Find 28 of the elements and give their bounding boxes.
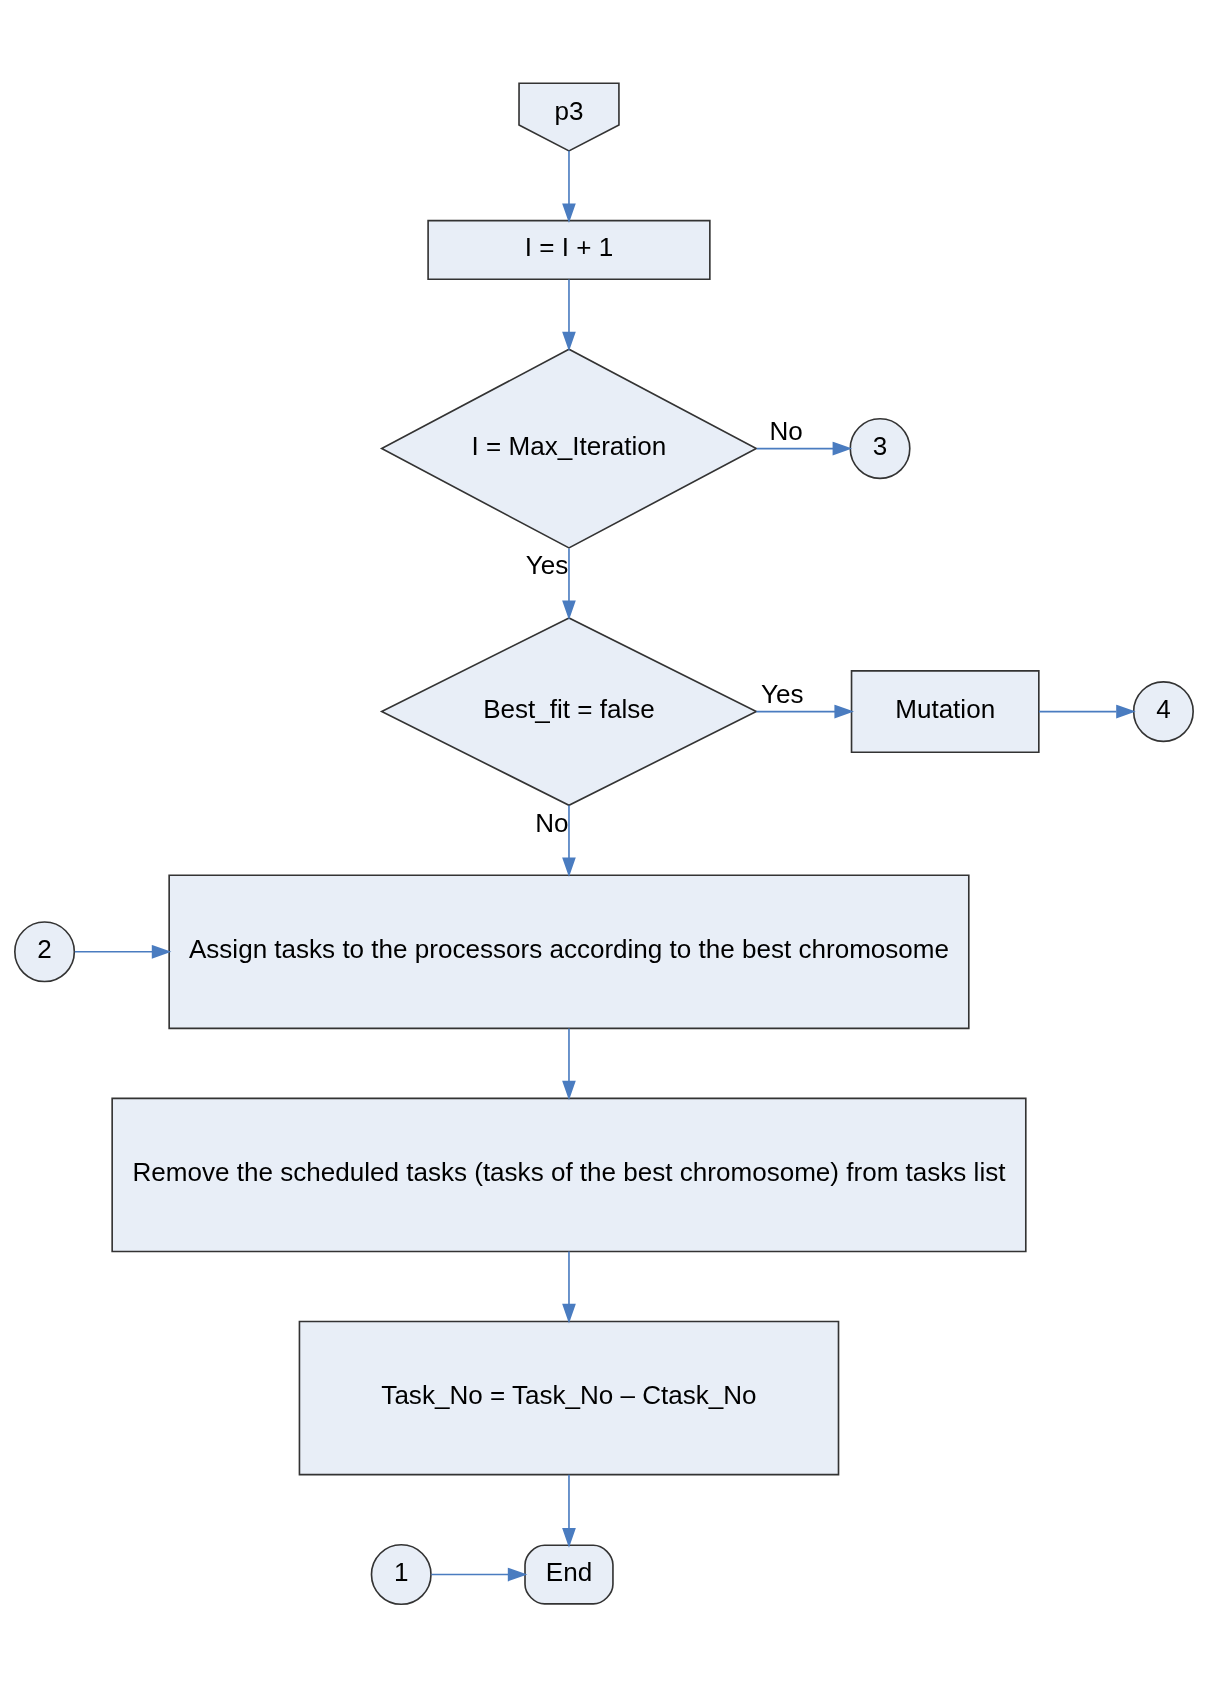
node-box: Task_No = Task_No – Ctask_No [298,1320,840,1476]
arrow [562,1027,576,1101]
node-diamond: Best_fit = false [379,617,759,807]
arrow [562,1250,576,1324]
node-box: End [524,1544,614,1605]
node-diamond: I = Max_Iteration [379,348,758,549]
node-circle: 2 [14,921,76,983]
arrow [755,704,854,719]
edge-label: Yes [525,550,569,581]
arrow [562,1473,576,1548]
node-box: Assign tasks to the processors according to the best chromosome [168,874,970,1030]
node-box: Remove the scheduled tasks (tasks of the best chromosome) from tasks list [111,1097,1027,1253]
arrow [430,1567,528,1582]
arrow [1038,704,1136,719]
node-box: Mutation [850,670,1040,754]
arrow [562,150,576,223]
arrow [74,944,172,959]
edge-label: No [535,807,569,838]
edge-label: Yes [761,679,804,710]
edge-label: No [769,416,803,447]
arrow [562,804,576,878]
node-circle: 3 [849,418,911,480]
node-circle: 4 [1132,681,1194,743]
arrow [755,441,853,456]
node-circle: 1 [370,1544,432,1606]
arrow [562,547,576,621]
arrow [562,278,576,352]
node-box: I = I + 1 [427,219,711,280]
